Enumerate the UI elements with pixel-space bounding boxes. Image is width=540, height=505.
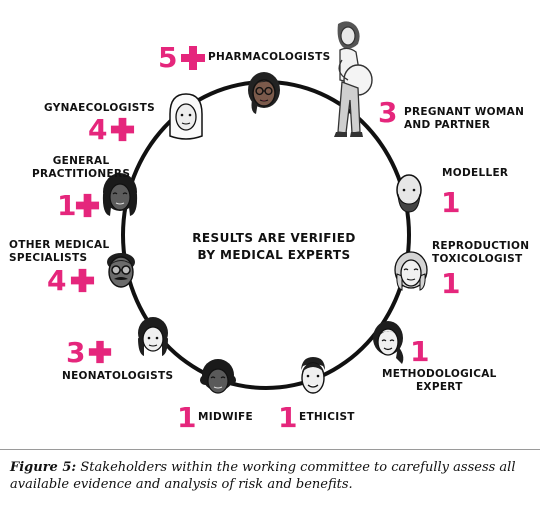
man-glasses-moustache-icon: [107, 253, 135, 288]
count-pharmacologists: 5: [158, 41, 178, 74]
young-man-icon: [301, 357, 325, 394]
older-woman-icon: [394, 251, 428, 291]
label-methodological-expert: METHODOLOGICAL EXPERT: [382, 368, 497, 393]
plus-icon: [70, 268, 95, 293]
plus-icon: [110, 117, 135, 142]
plus-icon: [75, 193, 100, 218]
curly-hair-woman-dark-icon: [102, 173, 138, 216]
woman-glasses-icon: [248, 72, 280, 114]
label-ethicist: ETHICIST: [299, 411, 355, 423]
count-modeller: 1: [441, 186, 461, 219]
count-pregnant-woman: 3: [378, 96, 398, 129]
count-neonatologists: 3: [66, 336, 86, 369]
label-pregnant-woman: PREGNANT WOMAN AND PARTNER: [404, 106, 525, 131]
caption-text: Stakeholders within the working committe…: [10, 460, 516, 492]
young-woman-icon: [373, 321, 404, 364]
label-other-medical-specialists: OTHER MEDICAL SPECIALISTS: [9, 239, 110, 264]
plus-icon: [181, 46, 205, 70]
dark-hair-woman-icon: [138, 317, 168, 356]
caption-divider: [0, 449, 540, 450]
pregnant-woman-icon: [334, 21, 373, 137]
label-gynaecologists: GYNAECOLOGISTS: [44, 102, 155, 114]
count-other-medical-specialists: 4: [47, 264, 67, 297]
caption-label: Figure 5:: [10, 460, 77, 475]
count-methodological-expert: 1: [410, 335, 430, 368]
plus-icon: [88, 340, 112, 364]
count-midwife: 1: [177, 401, 197, 434]
count-ethicist: 1: [278, 401, 298, 434]
label-neonatologists: NEONATOLOGISTS: [62, 370, 174, 382]
label-modeller: MODELLER: [442, 167, 509, 179]
label-general-practitioners: GENERAL PRACTITIONERS: [32, 155, 131, 180]
woman-headscarf-icon: [169, 93, 203, 140]
count-general-practitioners: 1: [57, 189, 77, 222]
curly-hair-woman-icon: [200, 359, 236, 394]
count-reproduction-toxicologist: 1: [441, 267, 461, 300]
label-pharmacologists: PHARMACOLOGISTS: [208, 51, 331, 63]
bald-bearded-man-icon: [396, 174, 422, 213]
label-reproduction-toxicologist: REPRODUCTION TOXICOLOGIST: [432, 240, 530, 265]
count-gynaecologists: 4: [88, 113, 108, 146]
figure-caption: Figure 5: Stakeholders within the workin…: [10, 459, 535, 493]
center-text: RESULTS ARE VERIFIED BY MEDICAL EXPERTS: [192, 231, 356, 262]
label-midwife: MIDWIFE: [198, 411, 254, 423]
